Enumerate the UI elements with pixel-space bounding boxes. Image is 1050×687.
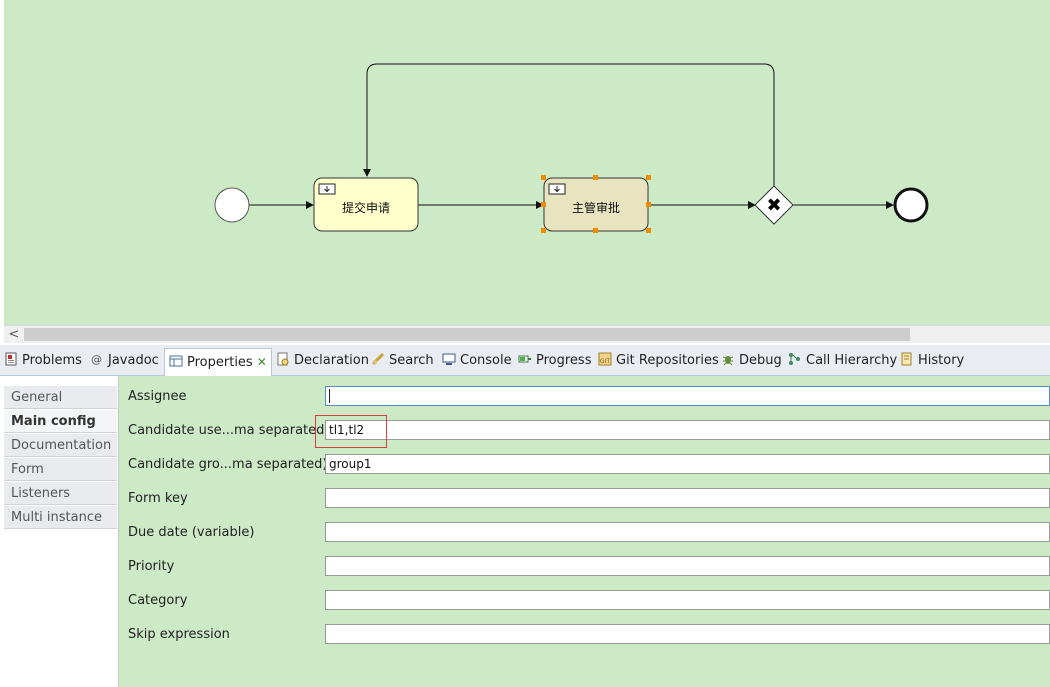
- call-hierarchy-icon: [788, 350, 802, 365]
- section-documentation[interactable]: Documentation: [4, 434, 117, 457]
- task-label: 提交申请: [342, 200, 390, 215]
- close-icon[interactable]: ✕: [256, 355, 267, 369]
- tab-progress[interactable]: Progress: [514, 348, 591, 374]
- progress-icon: [518, 350, 532, 364]
- tab-history[interactable]: History: [896, 348, 964, 374]
- tab-problems[interactable]: Problems: [0, 348, 82, 374]
- user-task-submit[interactable]: 提交申请: [313, 177, 419, 232]
- property-sections-sidebar: General Main config Documentation Form L…: [0, 376, 119, 687]
- candidate-users-field[interactable]: [325, 420, 1050, 440]
- gateway-x-icon: ✖: [766, 195, 781, 216]
- tab-label: Debug: [739, 353, 782, 368]
- tab-label: History: [918, 353, 965, 368]
- selection-handles[interactable]: [541, 175, 651, 233]
- section-main-config[interactable]: Main config: [4, 410, 117, 433]
- tab-search[interactable]: Search: [367, 348, 434, 374]
- git-icon: GIT: [598, 350, 612, 366]
- user-task-approve[interactable]: 主管审批: [541, 175, 651, 233]
- section-general[interactable]: General: [4, 386, 117, 409]
- properties-icon: [169, 352, 183, 367]
- console-icon: [442, 350, 456, 365]
- tab-label: Call Hierarchy: [806, 353, 898, 368]
- debug-icon: [721, 350, 735, 366]
- priority-field[interactable]: [325, 556, 1050, 576]
- candidate-groups-field[interactable]: [325, 454, 1050, 474]
- tab-debug[interactable]: Debug: [717, 348, 782, 374]
- svg-text:GIT: GIT: [600, 358, 610, 365]
- tab-git-repositories[interactable]: GIT Git Repositories: [594, 348, 719, 374]
- due-date-label: Due date (variable): [128, 525, 255, 540]
- start-event[interactable]: [214, 187, 250, 223]
- history-icon: [900, 350, 914, 366]
- assignee-field[interactable]: [325, 386, 1050, 406]
- candidate-users-label: Candidate use...ma separated): [128, 423, 330, 438]
- svg-text:@: @: [91, 353, 102, 366]
- scrollbar-thumb[interactable]: [24, 328, 910, 341]
- tab-label: Javadoc: [108, 353, 159, 368]
- tab-label: Search: [389, 353, 434, 368]
- tab-label: Progress: [536, 353, 592, 368]
- skip-expression-field[interactable]: [325, 624, 1050, 644]
- user-task-icon: [548, 183, 566, 195]
- tab-label: Git Repositories: [616, 353, 719, 368]
- sequence-flow-loop[interactable]: [363, 63, 775, 186]
- tab-label: Declaration: [294, 353, 369, 368]
- skip-expression-label: Skip expression: [128, 627, 230, 642]
- exclusive-gateway[interactable]: ✖: [754, 185, 794, 225]
- category-label: Category: [128, 593, 188, 608]
- tab-call-hierarchy[interactable]: Call Hierarchy: [784, 348, 897, 374]
- form-key-label: Form key: [128, 491, 188, 506]
- section-multi-instance[interactable]: Multi instance: [4, 506, 117, 529]
- priority-label: Priority: [128, 559, 175, 574]
- horizontal-scrollbar[interactable]: <: [4, 325, 1050, 343]
- tab-declaration[interactable]: Declaration: [272, 348, 369, 374]
- search-icon: [371, 350, 385, 366]
- main-config-form: Assignee Candidate use...ma separated) C…: [119, 376, 1050, 687]
- category-field[interactable]: [325, 590, 1050, 610]
- bpmn-diagram-canvas[interactable]: 提交申请 主管审批 ✖: [4, 0, 1050, 325]
- tab-javadoc[interactable]: @ Javadoc: [86, 348, 159, 374]
- tab-console[interactable]: Console: [438, 348, 512, 374]
- javadoc-icon: @: [90, 350, 104, 366]
- end-event[interactable]: [893, 187, 929, 223]
- candidate-groups-label: Candidate gro...ma separated): [128, 457, 328, 472]
- tab-properties[interactable]: Properties✕: [164, 348, 272, 376]
- tab-label: Problems: [22, 353, 82, 368]
- section-listeners[interactable]: Listeners: [4, 482, 117, 505]
- tab-label: Console: [460, 353, 512, 368]
- problems-icon: [4, 350, 18, 366]
- assignee-label: Assignee: [128, 389, 187, 404]
- task-label: 主管审批: [572, 200, 620, 215]
- section-form[interactable]: Form: [4, 458, 117, 481]
- tab-label: Properties: [187, 355, 253, 370]
- form-key-field[interactable]: [325, 488, 1050, 508]
- scroll-left-arrow[interactable]: <: [8, 327, 20, 342]
- text-caret: [329, 389, 330, 403]
- due-date-field[interactable]: [325, 522, 1050, 542]
- view-tab-bar: Problems @ Javadoc Properties✕ Declarati…: [0, 345, 1050, 376]
- declaration-icon: [276, 350, 290, 366]
- user-task-icon: [318, 183, 336, 195]
